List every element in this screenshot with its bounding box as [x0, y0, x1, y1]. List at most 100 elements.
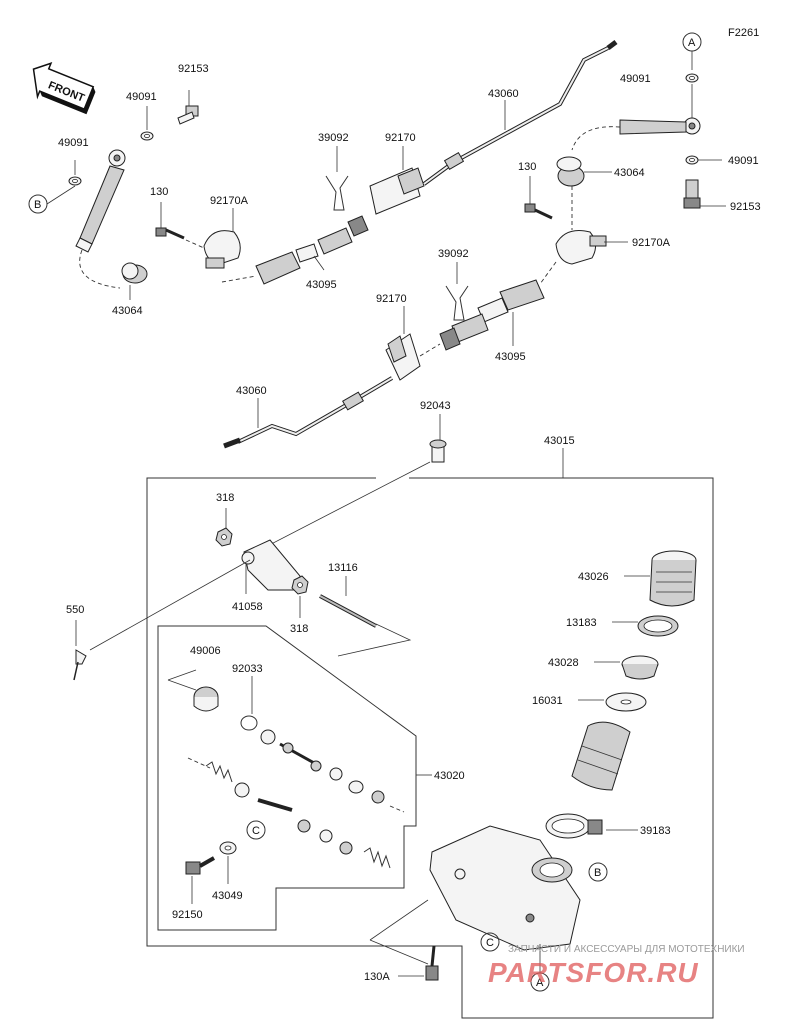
bolt-92153-right: [683, 179, 701, 209]
ref-b-callout-right: [588, 862, 608, 882]
label-39092-top: 39092: [318, 132, 349, 144]
gasket-16031: [605, 692, 647, 712]
label-13116: 13116: [328, 562, 358, 574]
label-39183: 39183: [640, 825, 671, 837]
front-arrow-icon: FRONT: [32, 62, 96, 115]
label-49091-right-top: 49091: [620, 73, 651, 85]
reservoir-cap-43026: [649, 550, 697, 607]
label-130-right: 130: [518, 161, 536, 173]
label-43026: 43026: [578, 571, 609, 583]
ref-c-right: C: [486, 937, 494, 949]
cable-adjuster-43095-mid: [439, 279, 545, 351]
label-130-left: 130: [150, 186, 168, 198]
bolt-130a: [425, 945, 439, 981]
ref-c-callout-right: [480, 932, 500, 952]
plate-13183: [637, 615, 679, 637]
label-92043: 92043: [420, 400, 451, 412]
push-rod-13116: [319, 594, 377, 628]
cable-43060-mid: [223, 376, 394, 449]
label-16031: 16031: [532, 695, 563, 707]
washer-49091-right: [685, 155, 699, 165]
piston-parts-upper: [187, 729, 405, 813]
watermark-brand: PARTSFOR.RU: [488, 957, 699, 988]
clamp-92170a-right: [555, 230, 607, 265]
label-43064-left: 43064: [112, 305, 143, 317]
label-43095-top: 43095: [306, 279, 337, 291]
figure-code: F2261: [728, 27, 759, 39]
spring-upper: [205, 761, 233, 783]
piston-parts-lower: [234, 782, 353, 855]
bolt-130-right: [524, 203, 553, 220]
snap-ring-92033: [240, 715, 258, 731]
label-92150: 92150: [172, 909, 203, 921]
label-550: 550: [66, 604, 84, 616]
label-43015: 43015: [544, 435, 575, 447]
ref-b-left: B: [34, 199, 41, 211]
label-43064-right: 43064: [614, 167, 645, 179]
grommet-43064-left: [121, 262, 148, 284]
label-92170-mid: 92170: [376, 293, 407, 305]
ref-c-callout-left: [246, 820, 266, 840]
label-43060-top: 43060: [488, 88, 519, 100]
ref-a-bottom: A: [536, 977, 544, 989]
label-318-top: 318: [216, 492, 234, 504]
label-41058: 41058: [232, 601, 263, 613]
watermark-tagline: ЗАПЧАСТИ И АКСЕССУАРЫ ДЛЯ МОТОТЕХНИКИ: [508, 944, 745, 955]
label-92153-right: 92153: [730, 201, 761, 213]
label-130a: 130A: [364, 971, 390, 983]
washer-49091-right-top: [685, 73, 699, 83]
label-92170-top: 92170: [385, 132, 416, 144]
part-labels: 92153 49091 49091 130 92170A 43064 39092…: [58, 63, 761, 983]
spring-lower: [363, 847, 391, 869]
washer-43049: [219, 841, 237, 855]
label-43049: 43049: [212, 890, 243, 902]
hose-clamp-39183: [545, 813, 603, 839]
bolt-130-left: [155, 227, 185, 240]
label-39092-mid: 39092: [438, 248, 469, 260]
washer-49091-left: [68, 176, 82, 186]
label-43028: 43028: [548, 657, 579, 669]
assembly-frame-43020: [157, 625, 417, 931]
bracket-92170-top: [369, 167, 425, 215]
diaphragm-43028: [621, 655, 659, 680]
label-43020: 43020: [434, 770, 465, 782]
reservoir-body: [571, 721, 631, 791]
rod-end-right: [619, 117, 701, 135]
bolt-92150: [185, 856, 215, 875]
label-92033: 92033: [232, 663, 263, 675]
clip-39092-top: [325, 175, 349, 211]
label-43060-mid: 43060: [236, 385, 267, 397]
cable-43060-top: [422, 40, 618, 186]
cable-adjuster-43095-top: [255, 215, 369, 285]
ref-b-right: B: [594, 867, 601, 879]
clip-39092-mid: [445, 285, 469, 321]
bracket-92170-mid: [385, 333, 421, 381]
ref-c-left: C: [252, 825, 260, 837]
label-92153-left: 92153: [178, 63, 209, 75]
clamp-92170a-left: [203, 230, 241, 269]
label-318-bottom: 318: [290, 623, 308, 635]
grommet-43064-right: [556, 156, 585, 187]
label-43095-mid: 43095: [495, 351, 526, 363]
assembly-frame-43015: [146, 477, 714, 1019]
washer-49091-mid: [140, 131, 154, 141]
label-49091-mid: 49091: [126, 91, 157, 103]
nut-318-top: [215, 527, 233, 547]
boot-49006: [193, 686, 219, 712]
cotter-pin-550: [73, 649, 87, 681]
label-13183: 13183: [566, 617, 597, 629]
ref-a-top: A: [688, 37, 696, 49]
label-92170a-right: 92170A: [632, 237, 671, 249]
clevis-41058: [241, 539, 301, 591]
slave-cylinder-left: [75, 149, 126, 253]
master-cylinder-body: [429, 825, 581, 951]
watermark: ЗАПЧАСТИ И АКСЕССУАРЫ ДЛЯ МОТОТЕХНИКИ PA…: [488, 944, 745, 988]
label-49091-right: 49091: [728, 155, 759, 167]
label-49006: 49006: [190, 645, 221, 657]
label-49091-left: 49091: [58, 137, 89, 149]
bolt-92153-left: [177, 105, 199, 125]
pin-92043: [429, 439, 447, 463]
label-92170a-left: 92170A: [210, 195, 249, 207]
nut-318-bottom: [291, 575, 309, 595]
